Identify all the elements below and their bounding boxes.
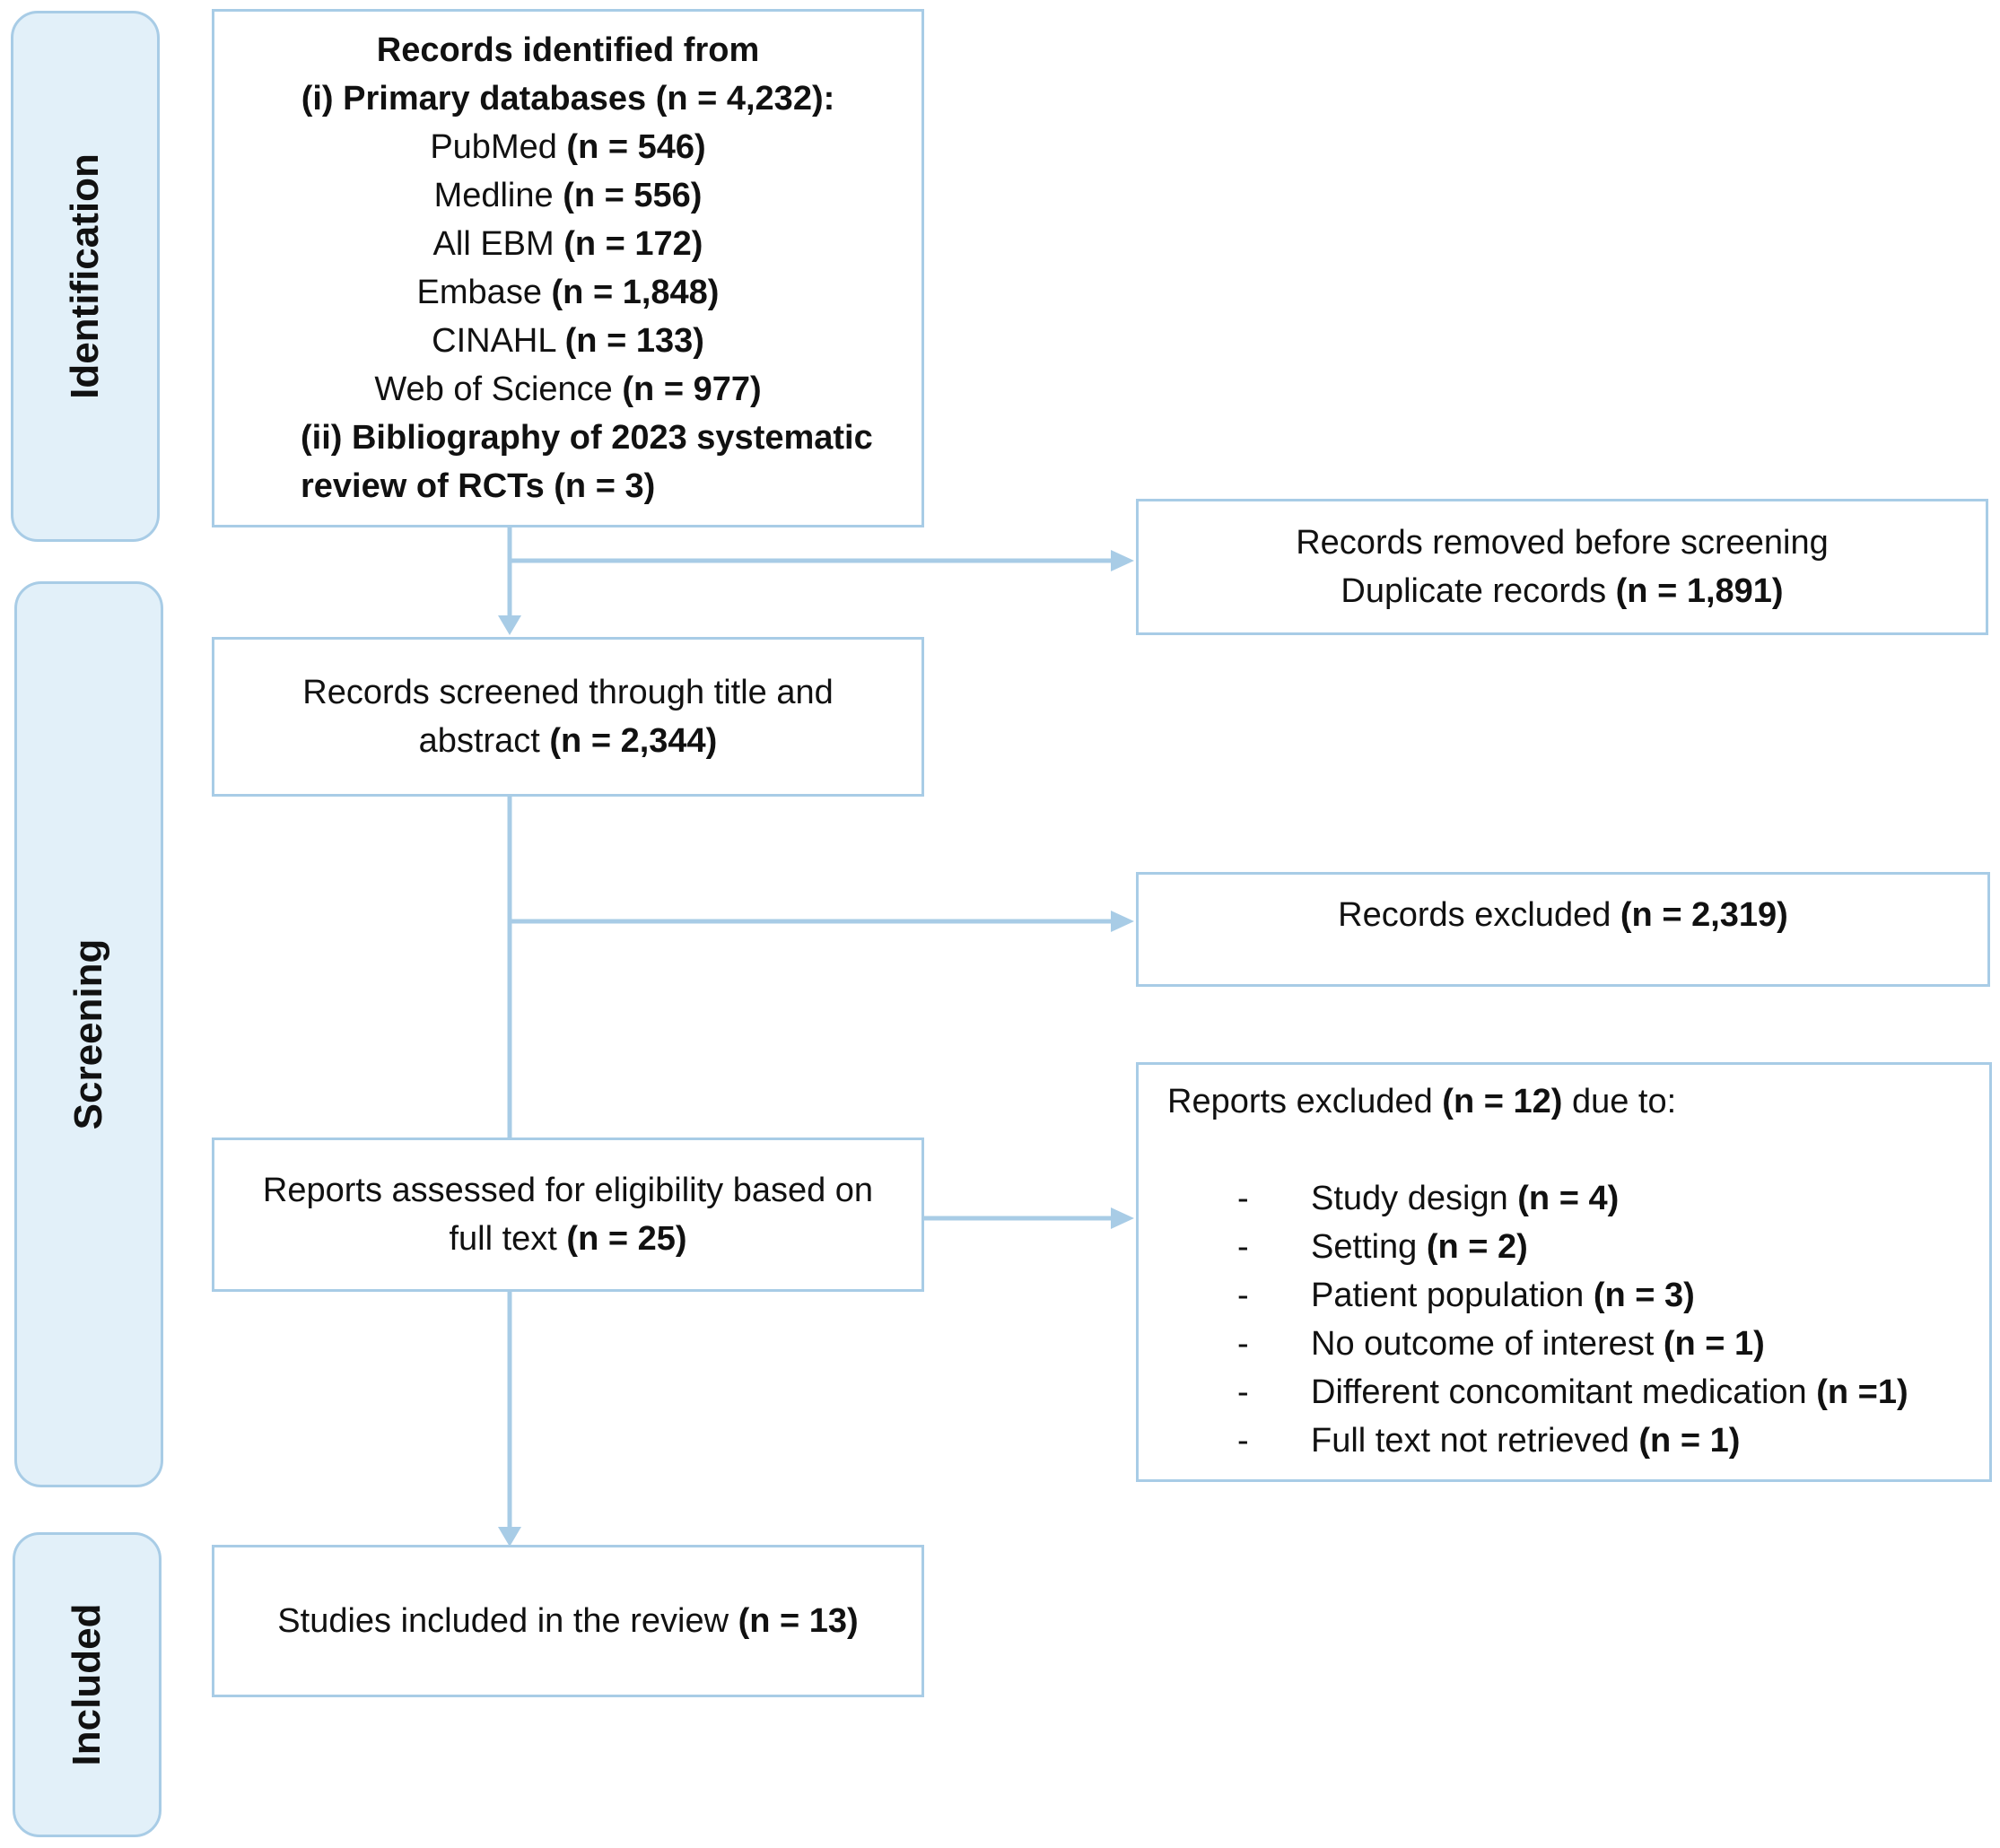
bibliography-line: (ii) Bibliography of 2023 systematic [301,419,873,457]
exclusion-reasons-list: -Study design (n = 4) -Setting (n = 2) -… [1167,1174,1989,1465]
exclusion-reason: -Study design (n = 4) [1237,1180,1620,1217]
reports-excluded-box: Reports excluded (n = 12) due to: -Study… [1136,1062,1992,1482]
arrowhead-reports-excluded [1111,1207,1134,1229]
removed-line-1: Records removed before screening [1296,524,1829,562]
records-removed-box: Records removed before screening Duplica… [1136,499,1988,635]
bibliography-line-2: review of RCTs (n = 3) [301,467,656,505]
assessed-line-2: full text (n = 25) [449,1220,687,1258]
reports-assessed-box: Reports assessed for eligibility based o… [212,1138,924,1292]
exclusion-reason: -Full text not retrieved (n = 1) [1237,1422,1741,1460]
arrowhead-included [498,1527,521,1547]
phase-included: Included [13,1532,162,1837]
records-screened-box: Records screened through title and abstr… [212,637,924,797]
records-excluded-line: Records excluded (n = 2,319) [1338,896,1788,934]
assessed-line-1: Reports assessed for eligibility based o… [262,1172,874,1209]
database-row: CINAHL (n = 133) [432,322,704,360]
database-row: All EBM (n = 172) [432,225,703,263]
screened-line-1: Records screened through title and [302,674,834,711]
removed-line-2: Duplicate records (n = 1,891) [1341,572,1784,610]
screened-line-2: abstract (n = 2,344) [418,722,718,760]
reports-excluded-heading: Reports excluded (n = 12) due to: [1167,1083,1677,1120]
studies-included-box: Studies included in the review (n = 13) [212,1545,924,1697]
identification-heading: Records identified from [376,31,760,69]
database-row: Medline (n = 556) [433,177,703,214]
records-excluded-box: Records excluded (n = 2,319) [1136,872,1990,987]
primary-databases-line: (i) Primary databases (n = 4,232): [301,80,835,118]
exclusion-reason: -Patient population (n = 3) [1237,1277,1695,1314]
arrowhead-excluded [1111,911,1134,932]
included-line: Studies included in the review (n = 13) [277,1602,859,1640]
database-row: Embase (n = 1,848) [416,274,720,311]
records-identified-box: Records identified from (i) Primary data… [212,9,924,527]
exclusion-reason: -Different concomitant medication (n =1) [1237,1373,1908,1411]
exclusion-reason: -Setting (n = 2) [1237,1228,1528,1266]
phase-screening: Screening [14,581,163,1487]
database-row: PubMed (n = 546) [430,128,706,166]
arrowhead-removed [1111,550,1134,571]
phase-identification: Identification [11,11,160,542]
exclusion-reason: -No outcome of interest (n = 1) [1237,1325,1765,1363]
arrowhead-screened [498,615,521,635]
database-row: Web of Science (n = 977) [374,370,762,408]
